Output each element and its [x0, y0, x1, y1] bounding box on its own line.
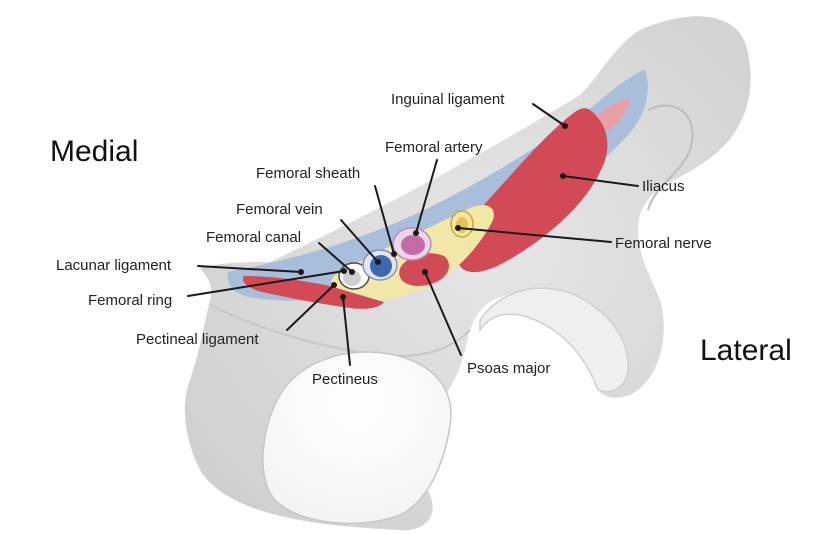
lateral-label: Lateral: [700, 334, 792, 367]
label-femoral-vein: Femoral vein: [236, 201, 323, 218]
dot-lacunar-ligament: [298, 269, 304, 275]
dot-femoral-sheath: [391, 251, 397, 257]
leader-femoral-artery: [415, 159, 438, 234]
structure-labels: Inguinal ligament Femoral artery Femoral…: [56, 91, 712, 388]
label-pectineus: Pectineus: [312, 371, 378, 388]
dot-inguinal-ligament: [562, 123, 568, 129]
label-psoas-major: Psoas major: [467, 360, 550, 377]
bone-cavity: [479, 287, 629, 393]
dot-psoas-major: [422, 269, 428, 275]
femoral-artery-inner: [401, 235, 425, 255]
leader-lacunar-ligament: [197, 265, 302, 273]
label-femoral-artery: Femoral artery: [385, 139, 483, 156]
dot-femoral-artery: [413, 230, 419, 236]
leader-inguinal-ligament: [532, 103, 566, 127]
leader-femoral-nerve: [457, 227, 612, 243]
label-femoral-nerve: Femoral nerve: [615, 235, 712, 252]
leader-pectineal-ligament: [286, 284, 335, 331]
label-lacunar-ligament: Lacunar ligament: [56, 257, 172, 274]
label-pectineal-ligament: Pectineal ligament: [136, 331, 259, 348]
bone-opening: [262, 351, 452, 525]
label-iliacus: Iliacus: [642, 178, 685, 195]
dot-femoral-nerve: [455, 225, 461, 231]
iliacus-tip: [598, 99, 630, 132]
leader-femoral-sheath: [374, 185, 395, 255]
bone-rim-shadow: [647, 104, 694, 211]
label-femoral-sheath: Femoral sheath: [256, 165, 360, 182]
leader-lines: [187, 103, 639, 366]
dot-femoral-vein: [375, 259, 381, 265]
dot-pectineus: [340, 294, 346, 300]
dot-femoral-canal: [349, 269, 355, 275]
leader-iliacus: [562, 175, 639, 187]
label-femoral-canal: Femoral canal: [206, 229, 301, 246]
femoral-vein-inner: [370, 255, 392, 277]
leader-femoral-canal: [318, 242, 353, 273]
label-inguinal-ligament: Inguinal ligament: [391, 91, 505, 108]
dot-pectineal-ligament: [331, 282, 337, 288]
medial-label: Medial: [50, 135, 138, 168]
leader-psoas-major: [424, 271, 462, 356]
pectineus-muscle: [242, 276, 384, 309]
label-femoral-ring: Femoral ring: [88, 292, 172, 309]
femoral-canal-inner: [343, 270, 361, 286]
leader-pectineus: [342, 296, 351, 366]
dot-femoral-ring: [341, 268, 347, 274]
leader-femoral-ring: [187, 270, 345, 297]
dot-iliacus: [560, 173, 566, 179]
leader-femoral-vein: [340, 219, 379, 263]
